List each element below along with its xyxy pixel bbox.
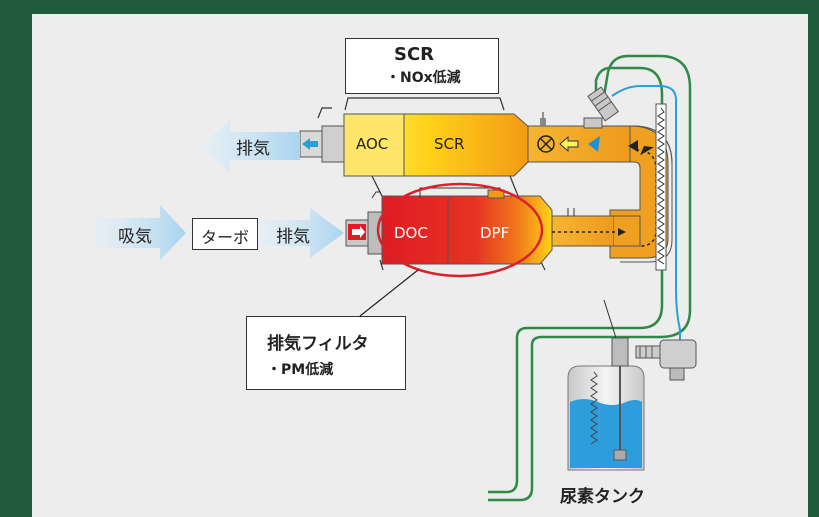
- scr-label: SCR: [434, 135, 465, 153]
- exhaust-out-arrow: [200, 120, 300, 172]
- exhaust-in-label: 排気: [276, 227, 310, 247]
- doc-label: DOC: [394, 224, 428, 242]
- turbo-out-arrow: [258, 208, 344, 258]
- urea-tank-illustration: [567, 299, 697, 471]
- exhaust-out-label: 排気: [236, 139, 270, 159]
- temperature-probe: [655, 103, 667, 271]
- urea-line: [611, 85, 681, 345]
- highlight-ellipse: [376, 182, 544, 278]
- green-hoses: [488, 54, 692, 502]
- urea-tank-label: 尿素タンク: [560, 487, 645, 507]
- filter-title: 排気フィルタ: [267, 334, 369, 354]
- turbo-box: ターボ: [192, 218, 258, 250]
- aoc-label: AOC: [356, 135, 389, 153]
- scr-subtitle: ・NOx低減: [386, 70, 461, 86]
- dpf-assembly: [345, 187, 641, 271]
- scr-label-box: SCR ・NOx低減: [345, 38, 499, 94]
- dpf-label: DPF: [480, 224, 510, 242]
- filter-label-box: 排気フィルタ ・PM低減: [246, 316, 406, 390]
- outlet-arrow-icon: [302, 138, 318, 150]
- turbo-label: ターボ: [201, 228, 250, 247]
- scr-title: SCR: [394, 44, 435, 65]
- intake-label: 吸気: [118, 227, 152, 247]
- filter-subtitle: ・PM低減: [267, 362, 334, 378]
- intake-arrow: [94, 205, 186, 260]
